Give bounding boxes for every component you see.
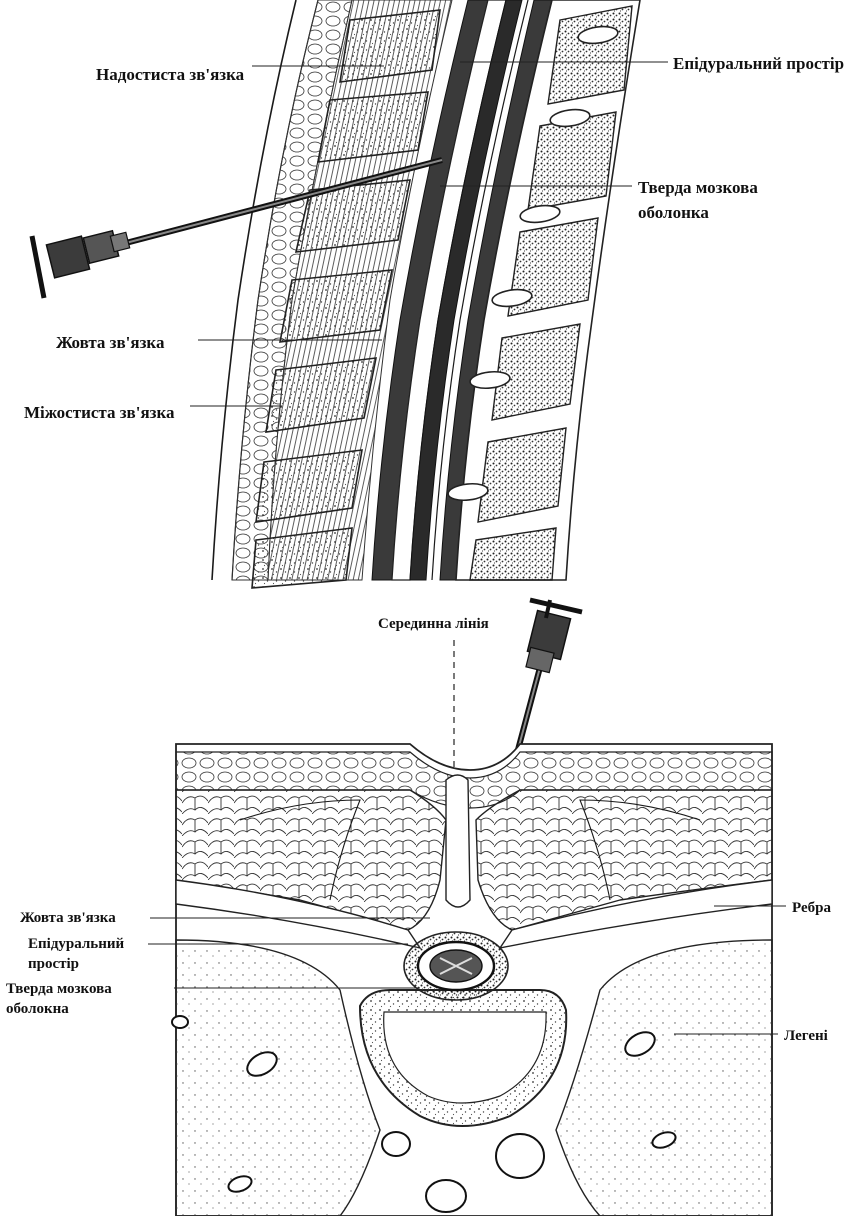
label-dura-mater-axial-line1: Тверда мозкова xyxy=(6,981,112,997)
label-midline: Серединна лінія xyxy=(378,616,489,632)
label-epidural-space-axial-line2: простір xyxy=(28,956,79,972)
label-ligamentum-flavum-axial: Жовта зв'язка xyxy=(20,910,116,926)
sagittal-spine-figure: Надостиста зв'язка Епідуральний простір … xyxy=(24,0,844,588)
label-interspinous-ligament: Міжостиста зв'язка xyxy=(24,403,175,422)
axial-thorax-figure: Серединна лінія Жовта зв'язка Епідуральн… xyxy=(6,600,831,1216)
label-epidural-space: Епідуральний простір xyxy=(673,54,844,73)
syringe-barrel xyxy=(46,236,89,278)
spinous-process-axial xyxy=(446,775,470,907)
label-ligamentum-flavum: Жовта зв'язка xyxy=(56,333,165,352)
label-epidural-space-axial-line1: Епідуральний xyxy=(28,936,125,952)
label-dura-mater-line1: Тверда мозкова xyxy=(638,178,758,197)
label-ribs: Ребра xyxy=(792,900,831,916)
label-dura-mater-line2: оболонка xyxy=(638,203,709,222)
label-supraspinous-ligament: Надостиста зв'язка xyxy=(96,65,245,84)
label-dura-mater-axial-line2: оболокна xyxy=(6,1001,69,1017)
label-lungs: Легені xyxy=(784,1028,828,1044)
